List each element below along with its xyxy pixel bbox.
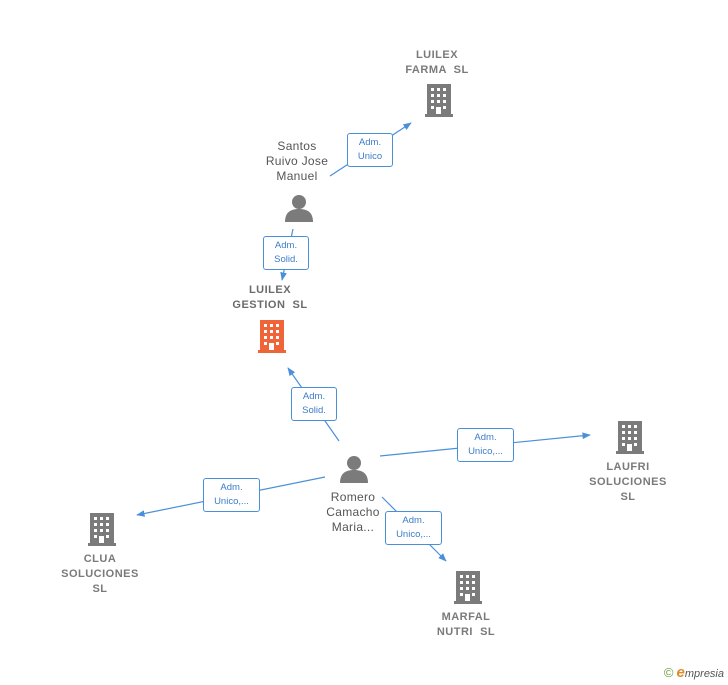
santos-label[interactable]: Santos Ruivo Jose Manuel — [265, 139, 329, 183]
copyright-symbol: © — [663, 665, 674, 680]
luilex-farma-label[interactable]: LUILEX FARMA SL — [405, 49, 469, 76]
brand-initial: e — [676, 664, 685, 681]
edge-label-romero-clua[interactable]: Adm. Unico,... — [203, 478, 260, 512]
clua-label[interactable]: CLUA SOLUCIONES SL — [61, 553, 139, 595]
laufri-label[interactable]: LAUFRI SOLUCIONES SL — [589, 461, 667, 503]
luilex-gestion-building-icon[interactable] — [258, 320, 286, 353]
edge-label-romero-marfal[interactable]: Adm. Unico,... — [385, 511, 442, 545]
romero-label[interactable]: Romero Camacho Maria... — [326, 490, 380, 534]
clua-building-icon[interactable] — [88, 513, 116, 546]
marfal-label[interactable]: MARFAL NUTRI SL — [436, 611, 496, 638]
edge-label-romero-gestion[interactable]: Adm. Solid. — [291, 387, 337, 421]
romero-person-icon[interactable] — [340, 456, 368, 483]
empresia-watermark: © empresia — [664, 664, 724, 681]
luilex-farma-building-icon[interactable] — [425, 84, 453, 117]
marfal-building-icon[interactable] — [454, 571, 482, 604]
edge-label-santos-gestion[interactable]: Adm. Solid. — [263, 236, 309, 270]
edge-label-romero-laufri[interactable]: Adm. Unico,... — [457, 428, 514, 462]
laufri-building-icon[interactable] — [616, 421, 644, 454]
brand-name: mpresia — [684, 668, 724, 680]
santos-person-icon[interactable] — [285, 195, 313, 222]
luilex-gestion-label[interactable]: LUILEX GESTION SL — [232, 284, 308, 311]
edge-label-santos-farma[interactable]: Adm. Unico — [347, 133, 393, 167]
